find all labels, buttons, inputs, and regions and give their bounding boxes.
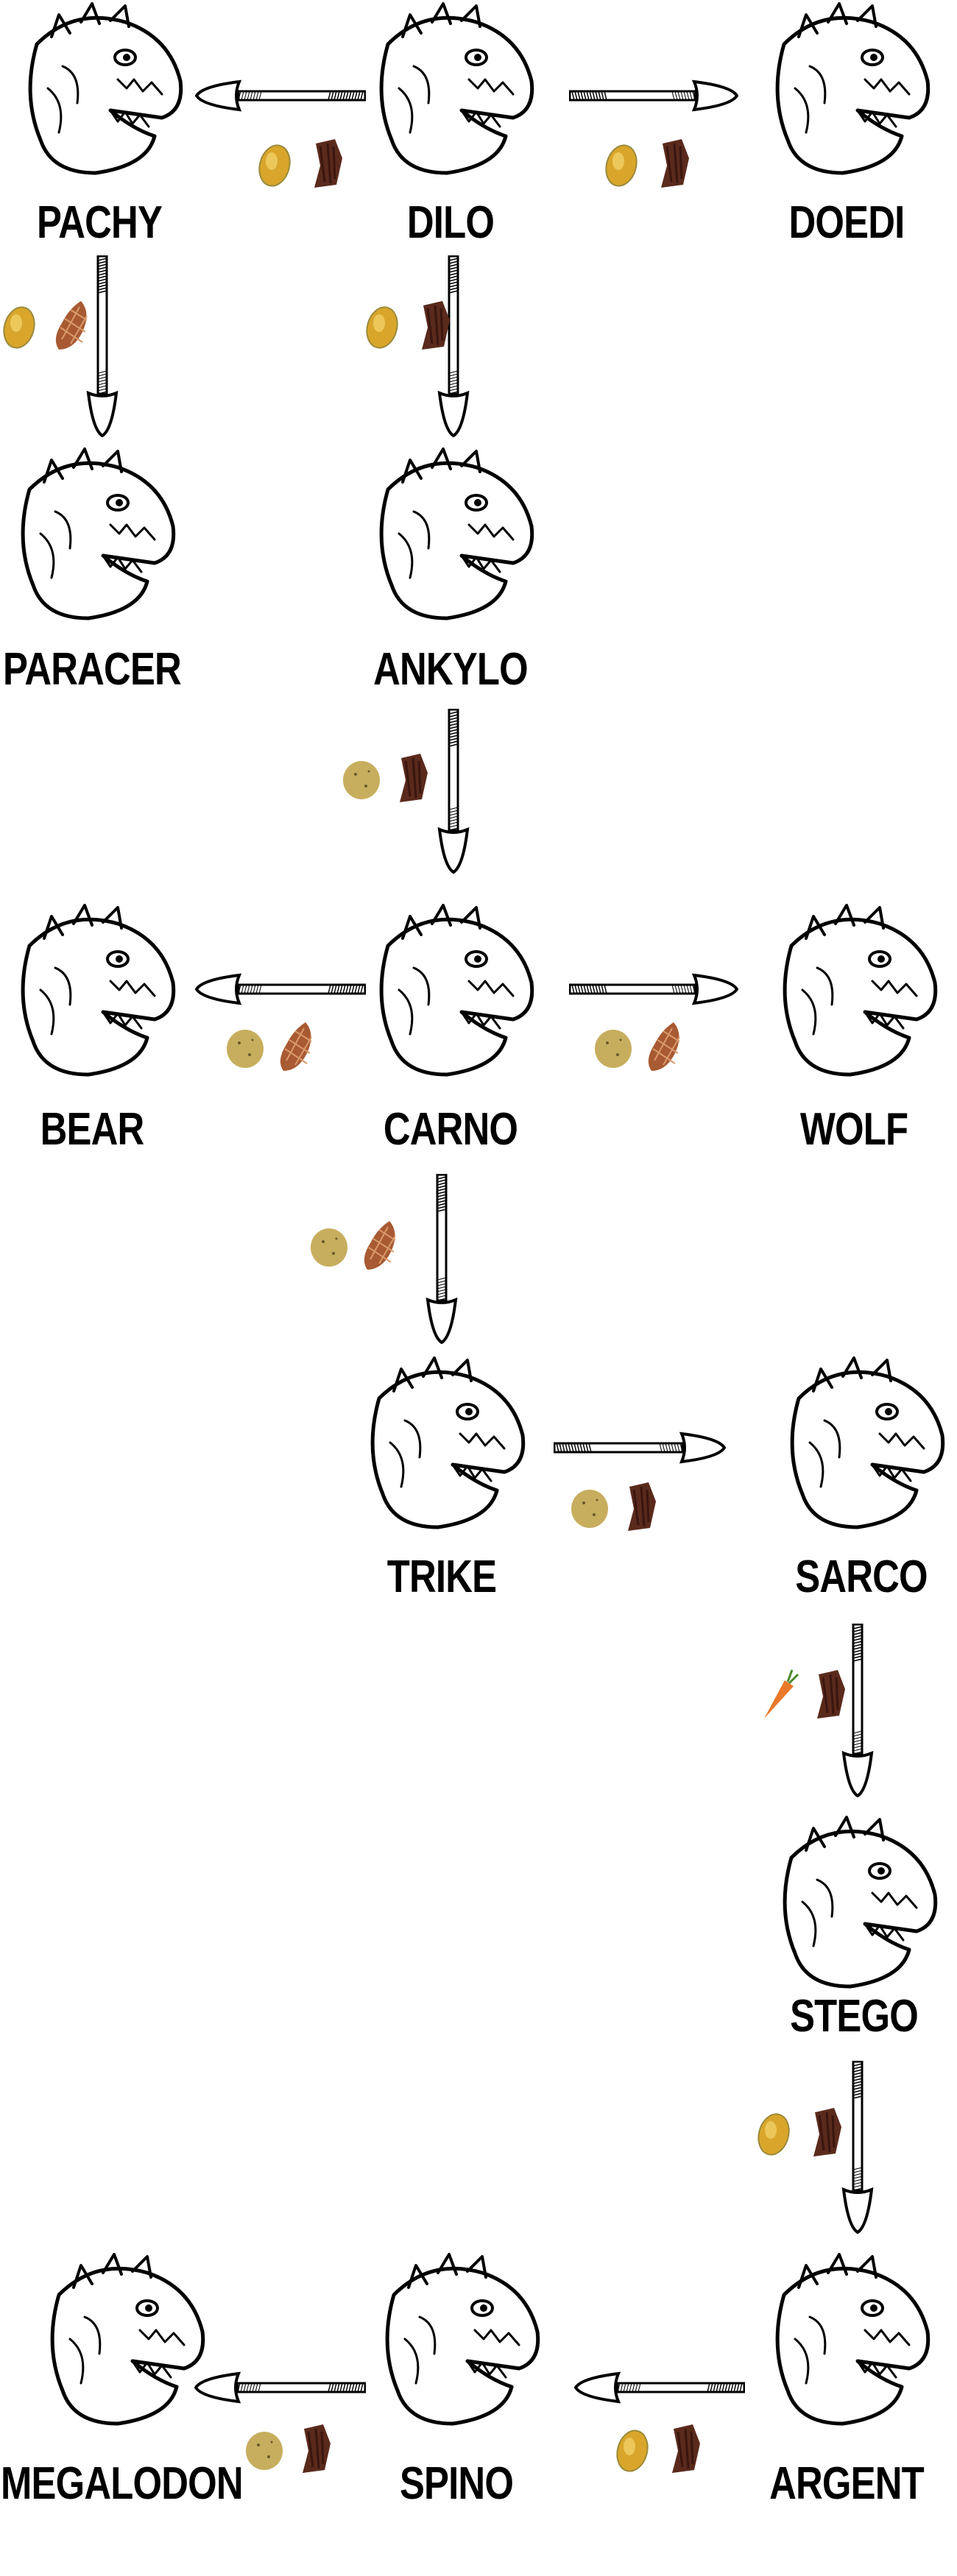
- food-requirements: [593, 1019, 684, 1076]
- food-requirements: [602, 136, 693, 193]
- steak-icon: [359, 1218, 400, 1275]
- node-label-carno: CARNO: [383, 1104, 518, 1155]
- lemon-icon: [255, 136, 297, 193]
- trike-head-icon: [350, 1354, 534, 1538]
- paracer-head-icon: [0, 445, 184, 629]
- arrow-right-icon: [568, 971, 739, 1008]
- arrow-down-icon: [84, 255, 121, 438]
- carrot-icon: [758, 1667, 799, 1724]
- spino-head-icon: [364, 2251, 548, 2435]
- steak-icon: [275, 1019, 316, 1076]
- lemon-icon: [613, 2421, 654, 2478]
- potato-icon: [308, 1218, 350, 1275]
- potato-icon: [225, 1019, 266, 1076]
- node-label-doedi: DOEDI: [788, 197, 905, 248]
- potato-icon: [244, 2421, 285, 2478]
- lemon-icon: [0, 298, 41, 355]
- food-requirements: [363, 298, 454, 355]
- jerky-icon: [306, 136, 347, 193]
- ankylo-head-icon: [359, 445, 543, 629]
- arrow-left-icon: [194, 77, 367, 114]
- jerky-icon: [663, 2421, 704, 2478]
- food-requirements: [0, 298, 91, 355]
- jerky-icon: [805, 2105, 846, 2162]
- node-label-bear: BEAR: [40, 1104, 145, 1155]
- node-label-trike: TRIKE: [386, 1551, 497, 1602]
- node-label-spino: SPINO: [399, 2458, 514, 2509]
- steak-icon: [643, 1019, 684, 1076]
- arrow-left-icon: [194, 2369, 367, 2406]
- food-requirements: [341, 751, 432, 807]
- arrow-right-icon: [568, 77, 739, 114]
- arrow-down-icon: [839, 2060, 876, 2234]
- sarco-head-icon: [769, 1354, 953, 1538]
- node-label-dilo: DILO: [406, 197, 495, 248]
- food-requirements: [569, 1479, 660, 1536]
- megalodon-head-icon: [29, 2251, 213, 2435]
- potato-icon: [593, 1019, 634, 1076]
- node-label-argent: ARGENT: [769, 2458, 925, 2509]
- lemon-icon: [755, 2105, 796, 2162]
- argent-head-icon: [755, 2251, 939, 2435]
- food-requirements: [758, 1667, 850, 1724]
- jerky-icon: [391, 751, 432, 807]
- arrow-right-icon: [553, 1429, 727, 1466]
- lemon-icon: [363, 298, 404, 355]
- wolf-head-icon: [762, 902, 946, 1086]
- dilo-head-icon: [359, 0, 543, 184]
- food-requirements: [308, 1218, 400, 1275]
- food-requirements: [613, 2421, 704, 2478]
- jerky-icon: [294, 2421, 335, 2478]
- jerky-icon: [652, 136, 693, 193]
- node-label-wolf: WOLF: [799, 1104, 908, 1155]
- food-requirements: [244, 2421, 335, 2478]
- steak-icon: [50, 298, 91, 355]
- jerky-icon: [619, 1479, 660, 1536]
- stego-head-icon: [762, 1814, 946, 1998]
- arrow-down-icon: [435, 708, 472, 874]
- doedi-head-icon: [755, 0, 939, 184]
- arrow-left-icon: [573, 2369, 746, 2406]
- arrow-left-icon: [194, 971, 367, 1008]
- food-requirements: [225, 1019, 316, 1076]
- potato-icon: [341, 751, 382, 807]
- jerky-icon: [413, 298, 454, 355]
- potato-icon: [569, 1479, 610, 1536]
- arrow-down-icon: [435, 255, 472, 438]
- node-label-pachy: PACHY: [36, 197, 163, 248]
- node-label-ankylo: ANKYLO: [373, 644, 529, 695]
- node-label-paracer: PARACER: [3, 644, 182, 695]
- pachy-head-icon: [7, 0, 191, 184]
- food-requirements: [255, 136, 347, 193]
- food-requirements: [755, 2105, 846, 2162]
- arrow-down-icon: [423, 1173, 460, 1345]
- node-label-stego: STEGO: [790, 1991, 919, 2042]
- lemon-icon: [602, 136, 643, 193]
- node-label-megalodon: MEGALODON: [1, 2458, 244, 2509]
- arrow-down-icon: [839, 1623, 876, 1798]
- bear-head-icon: [0, 902, 184, 1086]
- jerky-icon: [808, 1667, 850, 1724]
- node-label-sarco: SARCO: [795, 1551, 928, 1602]
- carno-head-icon: [359, 902, 543, 1086]
